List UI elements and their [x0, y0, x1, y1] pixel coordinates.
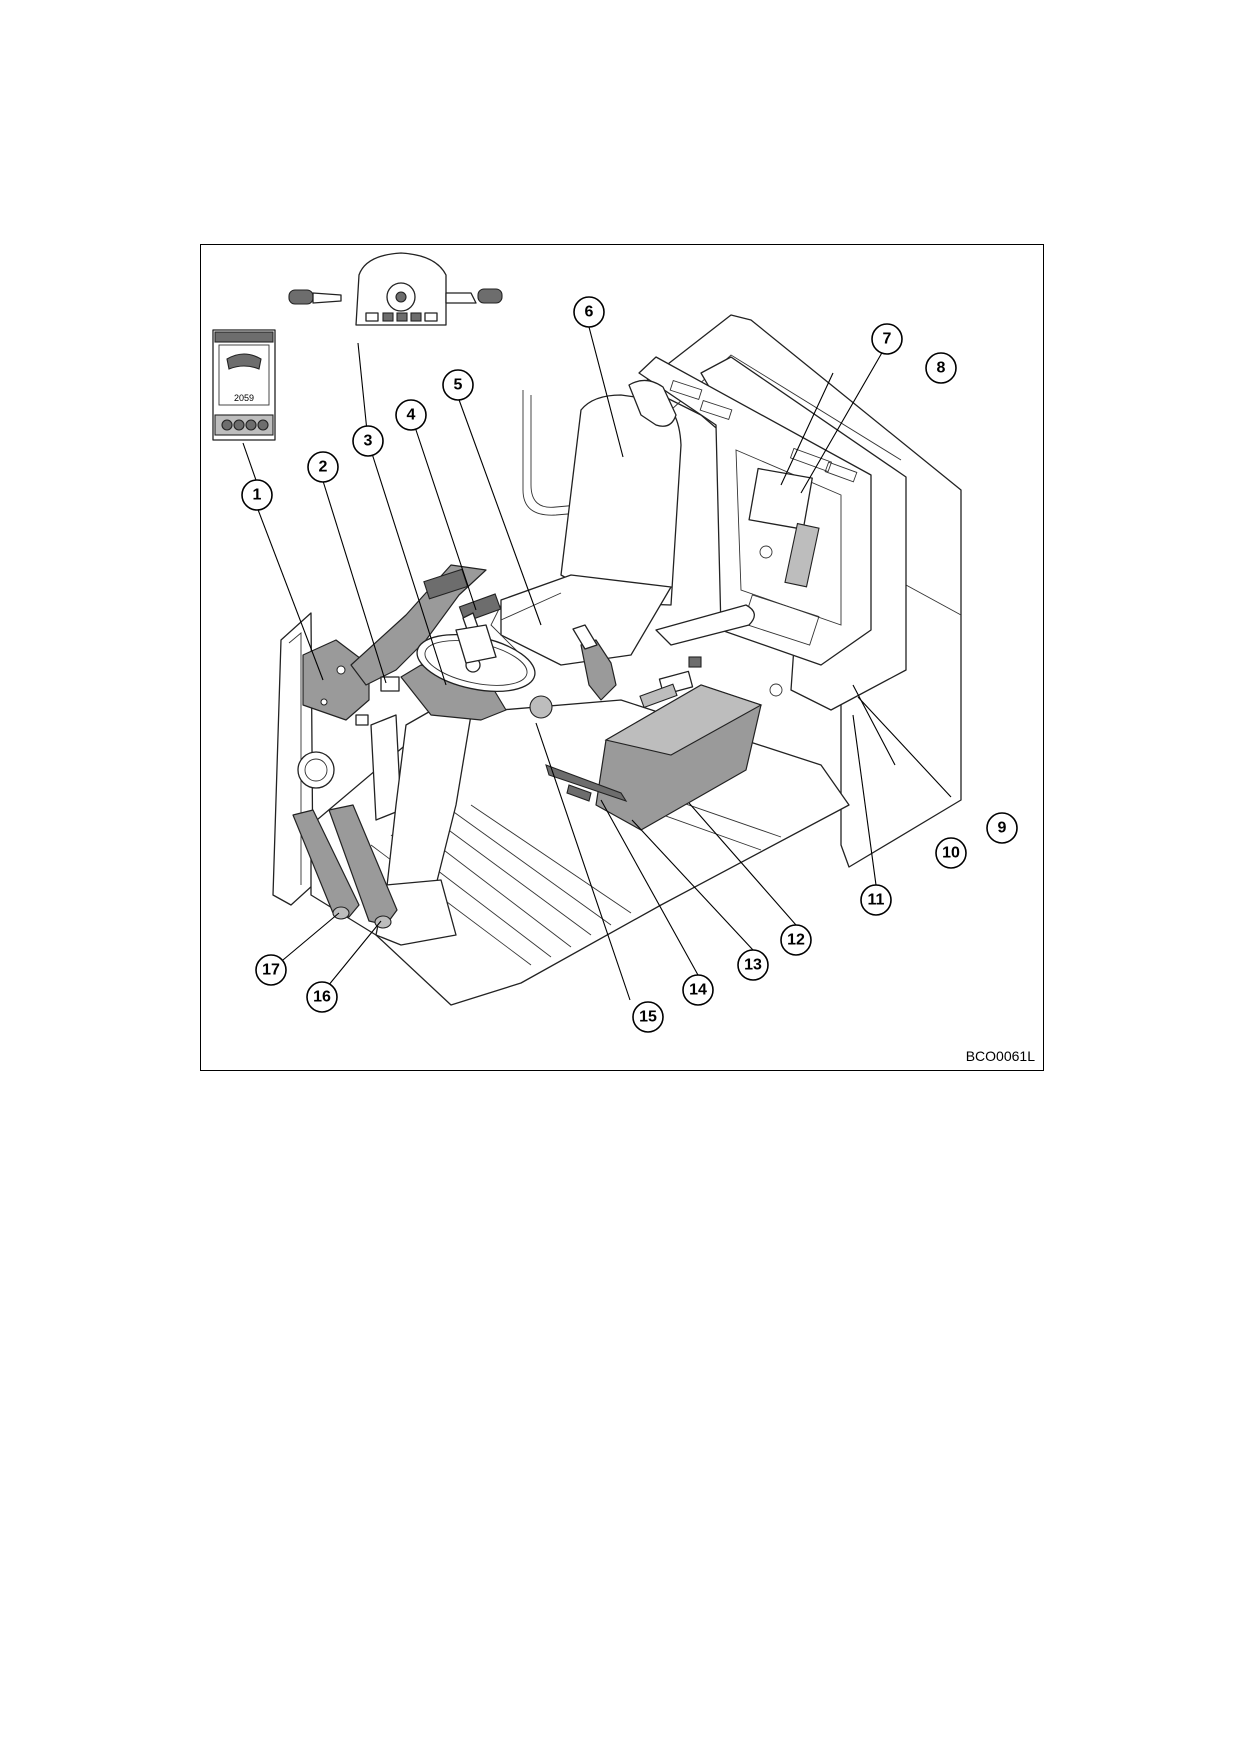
steering-column [375, 634, 553, 946]
svg-text:5: 5 [454, 377, 463, 394]
monitor-panel-inset: 2059 [212, 329, 276, 441]
leader-lines [242, 326, 952, 1001]
right-side-panel [638, 356, 872, 697]
right-control-box [545, 624, 763, 831]
svg-text:4: 4 [407, 407, 416, 424]
svg-text:9: 9 [998, 820, 1007, 837]
left-joystick [455, 592, 562, 664]
operator-cab-diagram: 2059 1 2 3 4 5 6 7 8 9 10 11 12 13 [200, 244, 1044, 1071]
callout-17: 17 [255, 954, 287, 986]
callout-2: 2 [307, 451, 339, 483]
svg-text:8: 8 [937, 360, 946, 377]
callout-16: 16 [306, 981, 338, 1013]
callout-3: 3 [352, 425, 384, 457]
callout-1: 1 [241, 479, 273, 511]
callout-10: 10 [935, 837, 967, 869]
svg-text:1: 1 [253, 487, 262, 504]
callout-14: 14 [682, 974, 714, 1006]
cab-illustration: 2059 1 2 3 4 5 6 7 8 9 10 11 12 13 [212, 252, 1035, 1064]
callout-9: 9 [986, 812, 1018, 844]
callout-6: 6 [573, 296, 605, 328]
instrument-cluster-inset [288, 252, 503, 326]
svg-text:6: 6 [585, 304, 594, 321]
callout-12: 12 [780, 924, 812, 956]
svg-text:2: 2 [319, 459, 328, 476]
callout-13: 13 [737, 949, 769, 981]
callout-8: 8 [925, 352, 957, 384]
figure-code: BCO0061L [966, 1048, 1035, 1064]
svg-text:14: 14 [689, 982, 707, 999]
svg-text:16: 16 [313, 989, 331, 1006]
pedals [292, 804, 398, 929]
left-console [297, 564, 487, 821]
operator-seat [490, 379, 755, 666]
callout-4: 4 [395, 399, 427, 431]
callout-5: 5 [442, 369, 474, 401]
svg-text:11: 11 [868, 892, 885, 909]
svg-text:13: 13 [744, 957, 762, 974]
svg-text:10: 10 [942, 845, 960, 862]
callout-15: 15 [632, 1001, 664, 1033]
monitor-display-value: 2059 [234, 393, 254, 403]
svg-text:7: 7 [883, 331, 892, 348]
svg-text:15: 15 [639, 1009, 657, 1026]
svg-text:12: 12 [787, 932, 805, 949]
callout-11: 11 [860, 884, 892, 916]
svg-text:17: 17 [262, 962, 280, 979]
callout-7: 7 [871, 323, 903, 355]
svg-text:3: 3 [364, 433, 373, 450]
